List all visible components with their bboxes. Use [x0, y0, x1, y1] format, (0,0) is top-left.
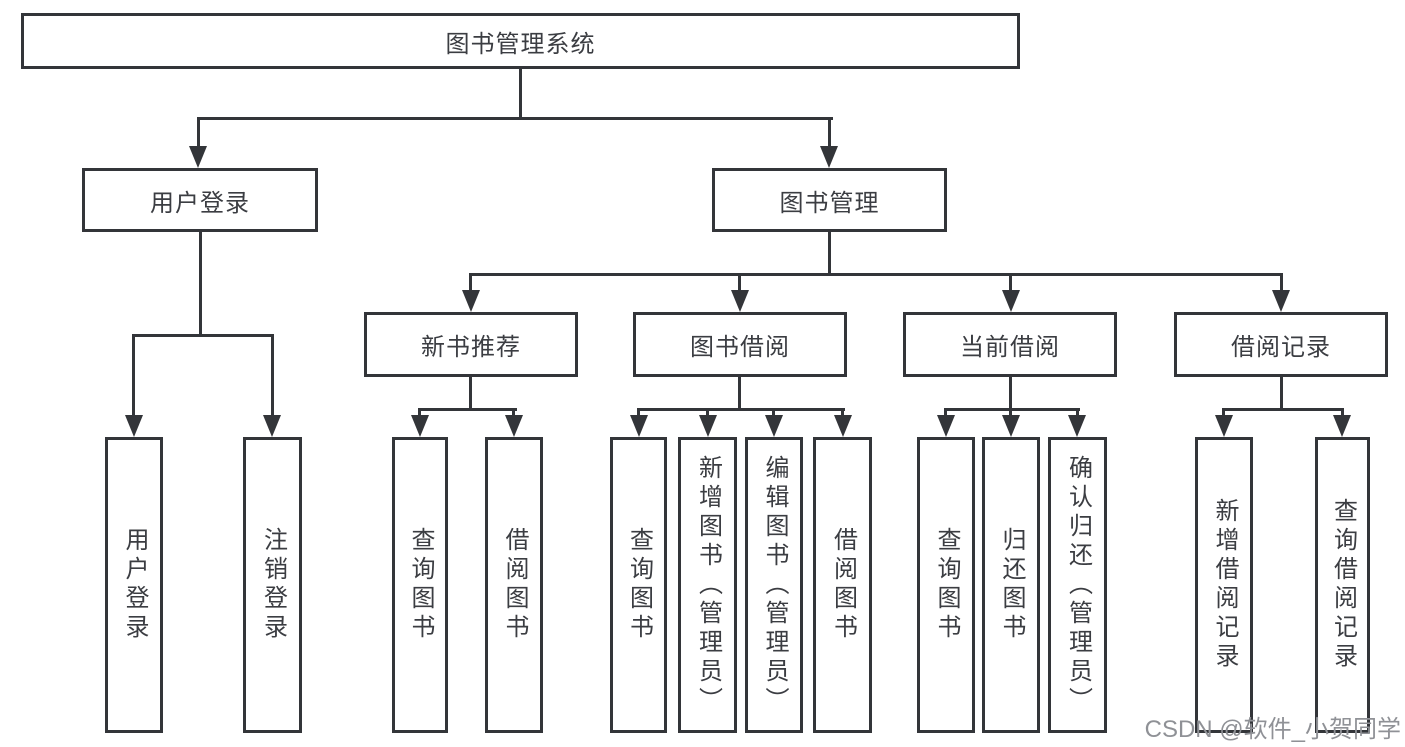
- node-label: 查询图书: [407, 527, 434, 643]
- node-book-borrowing: 图书借阅: [633, 312, 847, 377]
- connector-vline: [1222, 411, 1225, 417]
- arrow-down-icon: [731, 290, 749, 312]
- connector-vline: [1280, 377, 1283, 408]
- node-label: 图书借阅: [690, 334, 790, 361]
- connector-vline: [512, 411, 515, 417]
- node-label: 新增借阅记录: [1211, 498, 1238, 672]
- leaf-logout: 注销登录: [243, 437, 302, 733]
- node-label: 新增图书（管理员）: [694, 454, 722, 716]
- node-label: 确认归还（管理员）: [1064, 454, 1092, 716]
- arrow-down-icon: [189, 146, 207, 168]
- connector-vline: [738, 377, 741, 408]
- arrow-down-icon: [765, 415, 783, 437]
- connector-vline: [519, 69, 522, 117]
- connector-vline: [828, 232, 831, 273]
- node-book-management: 图书管理: [712, 168, 947, 232]
- leaf-borrowing-borrow-books: 借阅图书: [813, 437, 872, 733]
- connector-vline: [132, 337, 135, 415]
- connector-vline: [772, 411, 775, 417]
- node-label: 用户登录: [121, 527, 148, 643]
- node-current-borrowing: 当前借阅: [903, 312, 1117, 377]
- arrow-down-icon: [1215, 415, 1233, 437]
- arrow-down-icon: [411, 415, 429, 437]
- connector-hline: [637, 408, 845, 411]
- leaf-borrowing-query-books: 查询图书: [610, 437, 667, 733]
- node-label: 借阅图书: [501, 527, 528, 643]
- connector-vline: [469, 276, 472, 292]
- node-label: 编辑图书（管理员）: [761, 454, 788, 716]
- leaf-current-query-books: 查询图书: [917, 437, 975, 733]
- leaf-query-borrow-record: 查询借阅记录: [1315, 437, 1370, 733]
- arrow-down-icon: [1002, 290, 1020, 312]
- leaf-confirm-return-admin: 确认归还（管理员）: [1048, 437, 1107, 733]
- node-label: 查询借阅记录: [1329, 498, 1357, 672]
- connector-vline: [828, 120, 831, 148]
- node-label: 用户登录: [150, 189, 250, 217]
- leaf-user-login: 用户登录: [105, 437, 163, 733]
- arrow-down-icon: [1068, 415, 1086, 437]
- connector-hline: [132, 334, 274, 337]
- node-label: 当前借阅: [960, 334, 1060, 361]
- leaf-recommend-borrow-books: 借阅图书: [485, 437, 543, 733]
- node-label: 新书推荐: [421, 334, 521, 361]
- connector-hline: [1222, 408, 1344, 411]
- connector-vline: [199, 232, 202, 334]
- node-user-login: 用户登录: [82, 168, 318, 232]
- arrow-down-icon: [834, 415, 852, 437]
- leaf-edit-books-admin: 编辑图书（管理员）: [745, 437, 803, 733]
- connector-vline: [197, 120, 200, 148]
- connector-hline: [197, 117, 833, 120]
- connector-vline: [271, 337, 274, 415]
- connector-vline: [1076, 411, 1079, 417]
- connector-vline: [637, 411, 640, 417]
- arrow-down-icon: [125, 415, 143, 437]
- connector-vline: [841, 411, 844, 417]
- connector-hline: [418, 408, 517, 411]
- arrow-down-icon: [505, 415, 523, 437]
- node-label: 借阅记录: [1231, 334, 1331, 361]
- node-borrowing-records: 借阅记录: [1174, 312, 1388, 377]
- arrow-down-icon: [699, 415, 717, 437]
- node-label: 图书管理系统: [445, 30, 596, 58]
- connector-vline: [1341, 411, 1344, 417]
- leaf-recommend-query-books: 查询图书: [392, 437, 448, 733]
- connector-vline: [469, 377, 472, 408]
- connector-vline: [944, 411, 947, 417]
- arrow-down-icon: [937, 415, 955, 437]
- node-label: 查询图书: [933, 527, 960, 643]
- connector-vline: [1009, 411, 1012, 417]
- connector-vline: [1009, 276, 1012, 292]
- csdn-watermark: CSDN @软件_小贺同学: [1144, 716, 1401, 743]
- connector-hline: [944, 408, 1080, 411]
- node-library-management-system: 图书管理系统: [21, 13, 1020, 69]
- node-label: 图书管理: [779, 189, 880, 217]
- connector-vline: [418, 411, 421, 417]
- arrow-down-icon: [1002, 415, 1020, 437]
- connector-vline: [738, 276, 741, 292]
- arrow-down-icon: [1272, 290, 1290, 312]
- node-label: 查询图书: [625, 527, 653, 643]
- leaf-return-books: 归还图书: [982, 437, 1040, 733]
- connector-vline: [1009, 377, 1012, 408]
- node-label: 借阅图书: [829, 527, 857, 643]
- node-label: 注销登录: [259, 527, 287, 643]
- leaf-add-books-admin: 新增图书（管理员）: [678, 437, 737, 733]
- arrow-down-icon: [1333, 415, 1351, 437]
- connector-vline: [1280, 276, 1283, 292]
- connector-vline: [706, 411, 709, 417]
- leaf-add-borrow-record: 新增借阅记录: [1195, 437, 1253, 733]
- node-new-book-recommendation: 新书推荐: [364, 312, 578, 377]
- node-label: 归还图书: [998, 527, 1025, 643]
- arrow-down-icon: [820, 146, 838, 168]
- arrow-down-icon: [630, 415, 648, 437]
- arrow-down-icon: [263, 415, 281, 437]
- arrow-down-icon: [462, 290, 480, 312]
- connector-hline: [469, 273, 1283, 276]
